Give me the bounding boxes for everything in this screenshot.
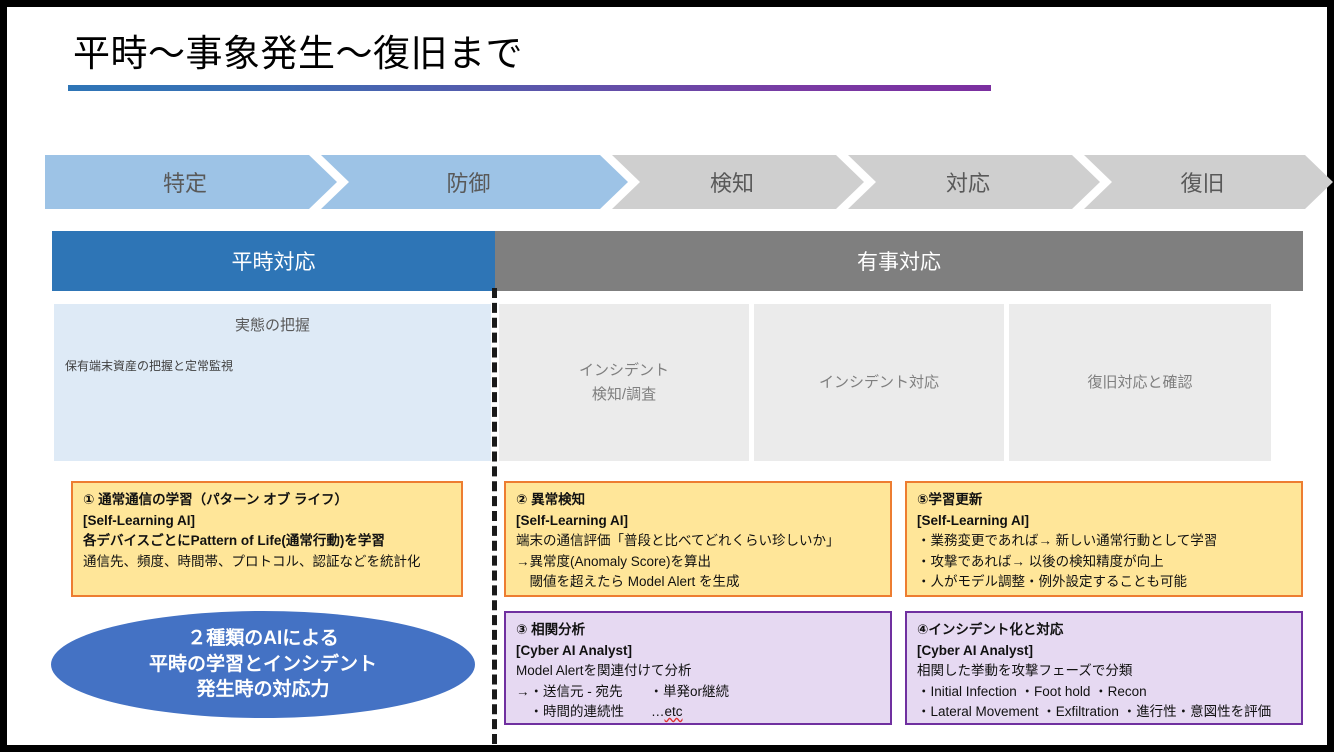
callout-line: ・業務変更であれば→ 新しい通常行動として学習 (917, 533, 1218, 549)
callout-line: [Self-Learning AI] (917, 512, 1030, 528)
header-bar-crisis-operations: 有事対応 (495, 231, 1303, 291)
chevron-label: 防御 (446, 171, 491, 196)
header-label: 有事対応 (857, 251, 941, 274)
summary-line-3: 発生時の対応力 (196, 679, 330, 701)
header-label: 平時対応 (231, 251, 316, 274)
title-underline-rule (68, 85, 991, 91)
chevron-label: 特定 (162, 171, 207, 196)
callout-line: 各デバイスごとにPattern of Life(通常行動)を学習 (83, 533, 385, 549)
callout-line: ③ 相関分析 (516, 622, 586, 637)
chevron-step-1[interactable]: 防御 (321, 155, 628, 209)
summary-line-1: ２種類のAIによる (187, 627, 339, 649)
callout-box-3-correlation-analysis: ③ 相関分析 [Cyber AI Analyst] Model Alertを関連付け… (504, 611, 892, 725)
callout-line: ⑤学習更新 (917, 492, 983, 507)
summary-line-2: 平時の学習とインシデント (148, 653, 377, 675)
callout-box-5-learning-update: ⑤学習更新 [Self-Learning AI] ・業務変更であれば→ 新しい通常行… (905, 481, 1303, 597)
chevron-step-2[interactable]: 検知 (612, 155, 864, 209)
phase-panel-response: インシデント対応 (754, 304, 1004, 461)
callout-line: ④インシデント化と対応 (917, 622, 1064, 637)
summary-ellipse: ２種類のAIによる 平時の学習とインシデント 発生時の対応力 (51, 611, 475, 718)
spellcheck-flagged-word: etc (664, 704, 683, 720)
callout-line: ・Initial Infection ・Foot hold ・Recon (917, 683, 1147, 699)
callout-line: [Self-Learning AI] (516, 512, 629, 528)
dashed-phase-divider (492, 288, 497, 744)
callout-line: 相関した挙動を攻撃フェーズで分類 (917, 663, 1133, 679)
callout-box-1-normal-traffic-learning: ① 通常通信の学習（パターン オブ ライフ） [Self-Learning AI]… (71, 481, 463, 597)
callout-line: ① 通常通信の学習（パターン オブ ライフ） (83, 492, 349, 507)
callout-line: ・人がモデル調整・例外設定することも可能 (917, 574, 1187, 590)
callout-line: [Self-Learning AI] (83, 512, 196, 528)
phase-panel-line1: 復旧対応と確認 (1087, 373, 1193, 391)
phase-panel-recovery: 復旧対応と確認 (1009, 304, 1271, 461)
callout-line: →・送信元 - 宛先 ・単発or継続 (516, 683, 730, 699)
header-bar-normal-operations: 平時対応 (52, 231, 495, 291)
phase-panel-normal: 実態の把握 保有端末資産の把握と定常監視 (54, 304, 491, 461)
callout-line: ・Lateral Movement ・Exfiltration ・進行性・意図性… (917, 704, 1272, 720)
phase-panel-line1: インシデント (578, 362, 669, 380)
slide-canvas: 平時～事象発生～復旧まで 特定 防御 検知 対応 復旧 平時対応 有事対応 実態… (7, 7, 1327, 745)
callout-box-4-incident-and-response: ④インシデント化と対応 [Cyber AI Analyst] 相関した挙動を攻撃フェ… (905, 611, 1303, 725)
callout-line: ・攻撃であれば→ 以後の検知精度が向上 (917, 553, 1164, 569)
page-title: 平時～事象発生～復旧まで (73, 33, 523, 74)
chevron-label: 検知 (709, 171, 754, 196)
callout-line: ② 異常検知 (516, 492, 586, 507)
phase-panel-line2: 検知/調査 (591, 385, 657, 403)
callout-box-2-anomaly-detection: ② 異常検知 [Self-Learning AI] 端末の通信評価「普段と比べてどれ… (504, 481, 892, 597)
callout-line: [Cyber AI Analyst] (917, 642, 1034, 658)
callout-line: ・時間的連続性 …etc (516, 704, 683, 720)
chevron-step-0[interactable]: 特定 (45, 155, 337, 209)
process-chevron-bar: 特定 防御 検知 対応 復旧 (45, 155, 1293, 209)
callout-line: 端末の通信評価「普段と比べてどれくらい珍しいか」 (516, 533, 840, 549)
callout-line: →異常度(Anomaly Score)を算出 (516, 553, 712, 569)
phase-panel-title: 実態の把握 (234, 317, 310, 334)
chevron-step-3[interactable]: 対応 (848, 155, 1100, 209)
phase-panel-subtitle: 保有端末資産の把握と定常監視 (65, 359, 234, 373)
phase-panel-line1: インシデント対応 (818, 373, 939, 391)
callout-line: 通信先、頻度、時間帯、プロトコル、認証などを統計化 (83, 553, 421, 569)
chevron-step-4[interactable]: 復旧 (1084, 155, 1333, 209)
chevron-label: 対応 (945, 171, 990, 196)
phase-panel-detection: インシデント 検知/調査 (499, 304, 749, 461)
callout-line: [Cyber AI Analyst] (516, 642, 633, 658)
callout-line: 閾値を超えたら Model Alert を生成 (516, 574, 740, 590)
chevron-label: 復旧 (1180, 171, 1225, 196)
callout-line: Model Alertを関連付けて分析 (516, 663, 692, 679)
